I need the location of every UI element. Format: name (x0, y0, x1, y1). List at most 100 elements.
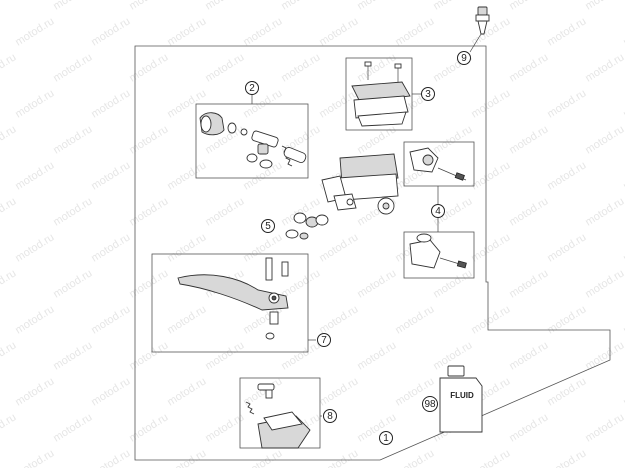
piston-kit-parts (199, 112, 307, 169)
watermark-text: motod.ru (165, 231, 208, 264)
watermark-text: motod.ru (317, 231, 360, 264)
watermark-text: motod.ru (13, 375, 56, 408)
watermark-text: motod.ru (13, 303, 56, 336)
watermark-text: motod.ru (545, 159, 588, 192)
watermark-text: motod.ru (507, 0, 550, 13)
callout-circle (317, 333, 331, 347)
watermark-text: motod.ru (241, 447, 284, 468)
clamp-kit-bottom-box (403, 231, 475, 279)
watermark-text: motod.ru (545, 375, 588, 408)
callout-label: 98 (424, 399, 436, 410)
watermark-text: motod.ru (203, 339, 246, 372)
watermark-text: motod.ru (51, 267, 94, 300)
watermark-text: motod.ru (583, 123, 625, 156)
callout-2: 2 (245, 81, 259, 95)
watermark-text: motod.ru (203, 195, 246, 228)
watermark-text: motod.ru (469, 87, 512, 120)
watermark-text: motod.ru (0, 267, 18, 300)
watermark-text: motod.ru (127, 267, 170, 300)
callout-8: 8 (323, 409, 337, 423)
watermark-text: motod.ru (0, 51, 18, 84)
watermark-text: motod.ru (0, 195, 18, 228)
brake-lever-part (177, 257, 289, 340)
watermark-text: motod.ru (127, 0, 170, 13)
callout-label: 4 (435, 206, 441, 217)
watermark-text: motod.ru (165, 15, 208, 48)
watermark-text: motod.ru (583, 267, 625, 300)
callout-circle (245, 81, 259, 95)
watermark-text: motod.ru (203, 0, 246, 13)
watermark-text: motod.ru (355, 267, 398, 300)
watermark-text: motod.ru (583, 51, 625, 84)
watermark-text: motod.ru (545, 303, 588, 336)
watermark-text: motod.ru (51, 0, 94, 13)
watermark-text: motod.ru (507, 51, 550, 84)
watermark-text: motod.ru (51, 411, 94, 444)
watermark-text: motod.ru (469, 159, 512, 192)
callout-label: 8 (327, 411, 333, 422)
callout-circle (261, 219, 275, 233)
watermark-text: motod.ru (583, 411, 625, 444)
watermark-text: motod.ru (165, 159, 208, 192)
watermark-text: motod.ru (127, 51, 170, 84)
watermark-text: motod.ru (0, 0, 18, 13)
callout-1: 1 (379, 431, 393, 445)
watermark-text: motod.ru (89, 159, 132, 192)
watermark-text: motod.ru (621, 159, 625, 192)
watermark-text: motod.ru (127, 339, 170, 372)
watermark-text: motod.ru (165, 447, 208, 468)
reservoir-cover-part (351, 61, 411, 127)
callout-circle (457, 51, 471, 65)
switch-kit-part (245, 383, 311, 449)
watermark-text: motod.ru (241, 231, 284, 264)
watermark-text: motod.ru (279, 0, 322, 13)
watermark-text: motod.ru (51, 195, 94, 228)
watermark-text: motod.ru (507, 267, 550, 300)
callout-98: 98 (422, 396, 438, 412)
watermark-text: motod.ru (431, 0, 474, 13)
callout-label: 1 (383, 433, 389, 444)
watermark-text: motod.ru (355, 339, 398, 372)
watermark-text: motod.ru (279, 339, 322, 372)
watermark-text: motod.ru (545, 87, 588, 120)
watermark-text: motod.ru (13, 15, 56, 48)
watermark-text: motod.ru (317, 15, 360, 48)
fluid-bottle-label: FLUID (450, 391, 474, 400)
watermark-text: motod.ru (431, 123, 474, 156)
callout-circle (431, 204, 445, 218)
watermark-text: motod.ru (51, 123, 94, 156)
watermark-text: motod.ru (165, 375, 208, 408)
watermark-text: motod.ru (469, 447, 512, 468)
watermark-text: motod.ru (393, 15, 436, 48)
watermark-text: motod.ru (0, 339, 18, 372)
master-cylinder-body (321, 153, 399, 215)
watermark-text: motod.ru (127, 195, 170, 228)
watermark-text: motod.ru (13, 87, 56, 120)
watermark-text: motod.ru (545, 447, 588, 468)
watermark-text: motod.ru (621, 15, 625, 48)
watermark-text: motod.ru (51, 339, 94, 372)
callout-label: 5 (265, 221, 271, 232)
watermark-text: motod.ru (165, 303, 208, 336)
watermark-text: motod.ru (317, 375, 360, 408)
watermark-text: motod.ru (469, 303, 512, 336)
watermark-text: motod.ru (621, 231, 625, 264)
callout-label: 9 (461, 53, 467, 64)
watermark-text: motod.ru (355, 123, 398, 156)
watermark-text: motod.ru (621, 303, 625, 336)
callout-3: 3 (421, 87, 435, 101)
callout-7: 7 (317, 333, 331, 347)
watermark-text: motod.ru (13, 231, 56, 264)
watermark-text: motod.ru (545, 15, 588, 48)
watermark-text: motod.ru (583, 0, 625, 13)
watermark-text: motod.ru (89, 303, 132, 336)
assembly-outline (134, 45, 611, 461)
watermark-text: motod.ru (203, 51, 246, 84)
watermark-text: motod.ru (13, 447, 56, 468)
watermark-text: motod.ru (89, 375, 132, 408)
callout-label: 7 (321, 335, 327, 346)
watermark-text: motod.ru (127, 123, 170, 156)
callout-circle (323, 409, 337, 423)
callout-label: 2 (249, 83, 255, 94)
